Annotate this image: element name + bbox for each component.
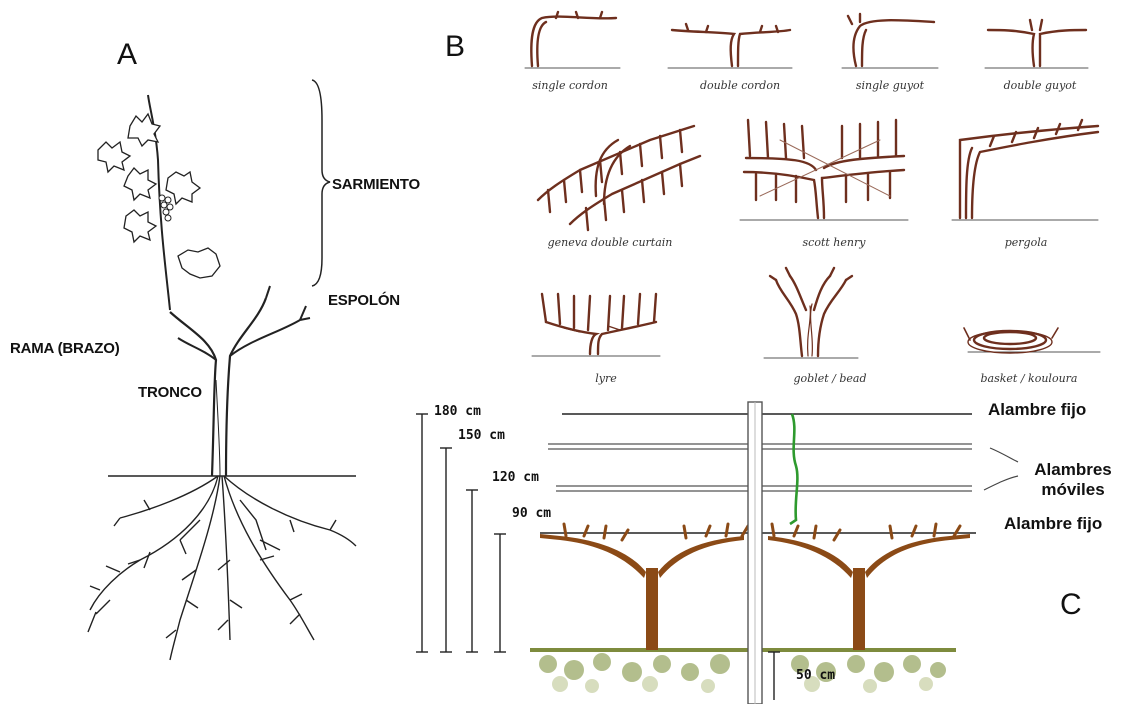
label-movable-wires: Alambres móviles <box>1030 460 1116 499</box>
label-bottom-fixed-wire: Alambre fijo <box>1004 514 1102 534</box>
height-dimension-bars <box>416 414 506 652</box>
panel-c-letter: C <box>1060 588 1082 622</box>
label-top-fixed-wire: Alambre fijo <box>988 400 1086 420</box>
depth-50-label: 50 cm <box>796 668 835 683</box>
green-shoot <box>790 414 797 524</box>
height-180-label: 180 cm <box>434 404 481 419</box>
depth-marker <box>768 652 780 700</box>
label-movable-wires-line2: móviles <box>1030 480 1116 500</box>
label-movable-wires-line1: Alambres <box>1030 460 1116 480</box>
height-150-label: 150 cm <box>458 428 505 443</box>
height-90-label: 90 cm <box>512 506 551 521</box>
height-120-label: 120 cm <box>492 470 539 485</box>
soil <box>530 648 956 693</box>
